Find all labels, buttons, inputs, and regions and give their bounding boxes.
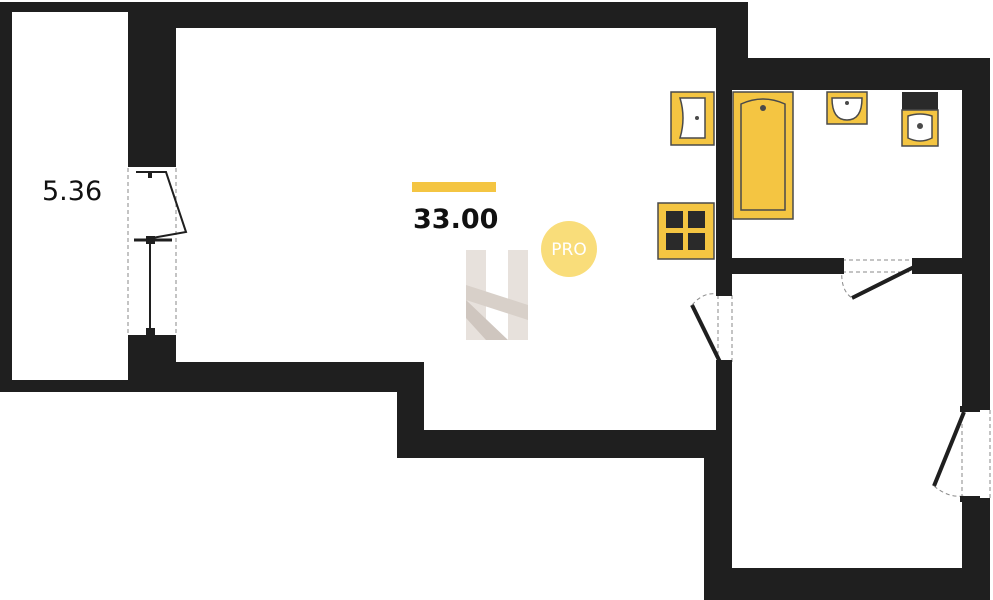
hall-wall-bottom <box>704 568 990 600</box>
main-room-area-label: 33.00 <box>413 204 498 235</box>
right-wall-upper <box>962 58 990 410</box>
logo-icon <box>466 250 528 340</box>
pro-badge: PRO <box>541 221 597 277</box>
balcony-wall-top <box>0 2 140 12</box>
bath-partition-top <box>716 2 748 60</box>
balcony-area-label: 5.36 <box>42 176 102 207</box>
bath-divider-left <box>716 258 842 274</box>
door-entrance <box>932 406 991 502</box>
bath-wall-top <box>716 58 990 90</box>
main-wall-top <box>128 2 748 28</box>
door-bath <box>838 258 918 300</box>
kitchen-sink-icon <box>670 91 715 146</box>
bath-divider-right <box>916 258 990 274</box>
bathtub-icon <box>732 91 794 220</box>
toilet-icon <box>901 92 939 147</box>
main-wall-bottom-right <box>397 430 732 458</box>
balcony-window <box>127 168 188 336</box>
door-hall <box>690 290 733 366</box>
main-wall-bottom-left <box>128 362 424 392</box>
balcony-wall-left <box>0 2 12 392</box>
pro-badge-label: PRO <box>551 240 586 260</box>
sink-icon <box>826 91 868 125</box>
area-accent-bar <box>412 182 496 192</box>
stove-icon <box>657 202 715 260</box>
bath-partition <box>716 58 732 290</box>
main-wall-left-upper <box>128 2 176 167</box>
